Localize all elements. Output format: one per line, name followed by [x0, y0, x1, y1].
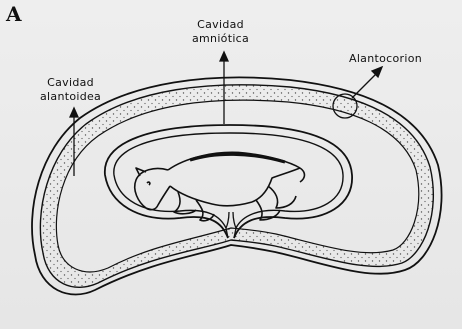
allantoic-cavity-label: Cavidad alantoidea — [40, 76, 101, 104]
allantoic-label-line1: Cavidad — [40, 76, 101, 90]
allantochorion-label-text: Alantocorion — [349, 52, 422, 66]
allantoic-label-line2: alantoidea — [40, 90, 101, 104]
allantochorion-label: Alantocorion — [349, 52, 422, 66]
allantochorion-arrow — [352, 67, 382, 98]
amniotic-label-line2: amniótica — [192, 32, 249, 46]
amniotic-cavity-label: Cavidad amniótica — [192, 18, 249, 46]
amniotic-label-line1: Cavidad — [192, 18, 249, 32]
